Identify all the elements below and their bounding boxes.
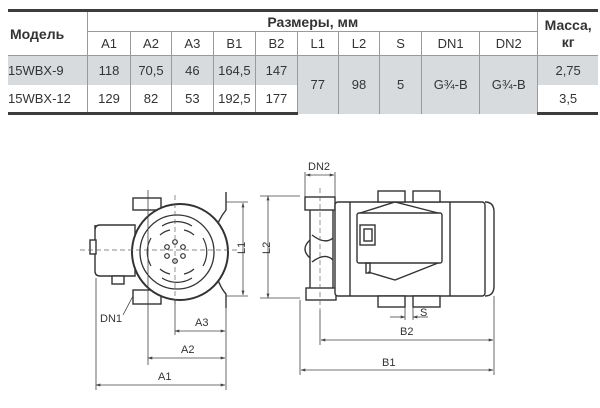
mass-header: Масса, кг	[537, 9, 598, 56]
mass-cell: 2,75	[537, 55, 598, 85]
col-header-b1: B1	[213, 31, 257, 56]
pump-side-view	[304, 190, 495, 308]
label-l2: L2	[261, 242, 273, 254]
table-row: 15WBX-9 118 70,5 46 164,5 147 77 98 5 G¾…	[8, 55, 598, 114]
pump-dimension-drawing: DN1 A3 A2 A1 L1 L2	[80, 161, 495, 390]
col-header-a1: A1	[87, 31, 131, 56]
b1-cell: 192,5	[213, 84, 257, 115]
a2-cell: 82	[130, 84, 173, 115]
label-a2: A2	[181, 344, 194, 356]
l1-cell: 77	[297, 55, 339, 114]
col-header-l1: L1	[297, 31, 339, 56]
front-dimensions	[95, 190, 300, 390]
b2-cell: 177	[255, 84, 298, 115]
col-header-a2: A2	[130, 31, 173, 56]
a1-cell: 118	[87, 55, 131, 85]
a3-cell: 53	[171, 84, 214, 115]
col-header-s: S	[379, 31, 423, 56]
label-dn2: DN2	[308, 161, 330, 173]
col-header-dn1: DN1	[421, 31, 481, 56]
model-header: Модель	[8, 9, 89, 56]
dimensions-header: Размеры, мм	[87, 9, 539, 32]
dn2-cell: G¾-B	[479, 55, 539, 114]
dn1-cell: G¾-B	[421, 55, 481, 114]
col-header-b2: B2	[255, 31, 298, 56]
label-a3: A3	[195, 317, 208, 329]
label-l1: L1	[236, 242, 248, 254]
col-header-dn2: DN2	[479, 31, 539, 56]
model-cell: 15WBX-12	[8, 84, 89, 115]
col-header-a3: A3	[171, 31, 214, 56]
label-s: S	[420, 307, 427, 319]
dimensions-table: Модель Размеры, мм Масса, кг A1 A2 A3 B1…	[8, 9, 598, 115]
side-dimensions	[299, 172, 495, 375]
front-centerlines	[80, 195, 240, 305]
model-cell: 15WBX-9	[8, 55, 89, 85]
label-a1: A1	[158, 371, 171, 383]
b1-cell: 164,5	[213, 55, 257, 85]
a2-cell: 70,5	[130, 55, 173, 85]
mass-cell: 3,5	[537, 84, 598, 115]
label-dn1: DN1	[100, 313, 122, 325]
col-header-l2: L2	[338, 31, 381, 56]
a1-cell: 129	[87, 84, 131, 115]
l2-cell: 98	[338, 55, 381, 114]
b2-cell: 147	[255, 55, 298, 85]
a3-cell: 46	[171, 55, 214, 85]
s-cell: 5	[379, 55, 423, 114]
label-b2: B2	[400, 326, 413, 338]
label-b1: B1	[382, 357, 395, 369]
table-row: 15WBX-12 129 82 53 192,5 177 3,5	[8, 84, 598, 115]
pump-front-view	[89, 192, 229, 308]
